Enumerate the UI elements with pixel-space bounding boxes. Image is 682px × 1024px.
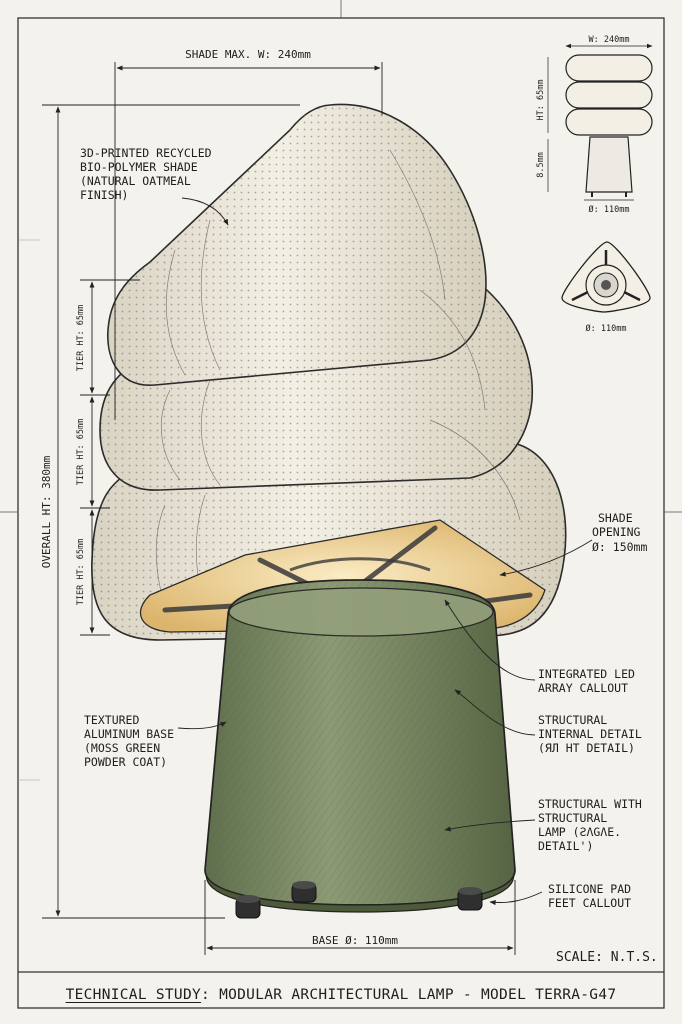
inset-plan-diameter: Ø: 110mm bbox=[586, 323, 627, 334]
callout-text: FEET CALLOUT bbox=[548, 896, 631, 910]
callout-text: 3D-PRINTED RECYCLED bbox=[80, 146, 212, 160]
title-text: : MODULAR ARCHITECTURAL LAMP - MODEL TER… bbox=[201, 987, 617, 1003]
callout-text: (MOSS GREEN bbox=[84, 741, 160, 755]
callout-text: ALUMINUM BASE bbox=[84, 727, 174, 741]
callout-text: DETAIL') bbox=[538, 839, 593, 853]
callout-internal-detail: STRUCTURAL INTERNAL DETAIL (ЯЛ HT DETAIL… bbox=[538, 713, 642, 755]
callout-base: TEXTURED ALUMINUM BASE (MOSS GREEN POWDE… bbox=[84, 713, 174, 769]
dimension-lines bbox=[42, 62, 516, 955]
callout-text: ARRAY CALLOUT bbox=[538, 681, 628, 695]
tier-height-dimension-bottom: TIER HT: 65mm bbox=[76, 539, 86, 606]
callout-text: BIO-POLYMER SHADE bbox=[80, 160, 198, 174]
lamp-base bbox=[204, 579, 516, 919]
inset-tier-height: HT: 65mm bbox=[536, 80, 546, 121]
callout-silicone-feet: SILICONE PAD FEET CALLOUT bbox=[548, 882, 631, 910]
callout-text: OPENING bbox=[592, 525, 641, 539]
base-diameter-dimension: BASE Ø: 110mm bbox=[312, 934, 398, 947]
callout-text: STRUCTURAL bbox=[538, 713, 607, 727]
title-block: TECHNICAL STUDY: MODULAR ARCHITECTURAL L… bbox=[18, 980, 664, 1010]
overall-height-dimension: OVERALL HT: 380mm bbox=[40, 455, 53, 568]
tier-height-dimension-middle: TIER HT: 65mm bbox=[76, 419, 86, 486]
tier-height-dimension-top: TIER HT: 65mm bbox=[76, 305, 86, 372]
callout-text: Ø: 150mm bbox=[592, 540, 647, 554]
shade-tier-top bbox=[107, 103, 487, 386]
callout-text: STRUCTURAL bbox=[538, 811, 607, 825]
callout-text: STRUCTURAL WITH bbox=[538, 797, 642, 811]
callout-text: (NATURAL OATMEAL bbox=[80, 174, 191, 188]
inset-elevation: W: 240mm HT: 65mm 8.5mm Ø: 110mm bbox=[536, 35, 653, 215]
title-prefix: TECHNICAL STUDY bbox=[65, 987, 202, 1003]
callout-leaders bbox=[177, 197, 593, 906]
callout-text: SHADE bbox=[598, 511, 633, 525]
inset-plan-view: Ø: 110mm bbox=[561, 241, 651, 334]
callout-text: POWDER COAT) bbox=[84, 755, 167, 769]
callout-text: (ЯЛ HT DETAIL) bbox=[538, 741, 635, 755]
callout-text: SILICONE PAD bbox=[548, 882, 631, 896]
callout-text: FINISH) bbox=[80, 188, 128, 202]
callout-text: INTEGRATED LED bbox=[538, 667, 635, 681]
callout-text: LAMP (ƧΛGΛE. bbox=[538, 825, 621, 839]
shade-width-dimension: SHADE MAX. W: 240mm bbox=[185, 48, 311, 61]
callout-shade-opening: SHADE OPENING Ø: 150mm bbox=[592, 511, 647, 554]
scale-note: SCALE: N.T.S. bbox=[556, 950, 658, 965]
inset-base-height: 8.5mm bbox=[536, 152, 546, 178]
inset-base-diameter: Ø: 110mm bbox=[589, 204, 630, 215]
callout-text: INTERNAL DETAIL bbox=[538, 727, 642, 741]
callout-shade: 3D-PRINTED RECYCLED BIO-POLYMER SHADE (N… bbox=[80, 146, 212, 202]
silicone-pad-feet bbox=[235, 881, 483, 919]
callout-structural-lamp: STRUCTURAL WITH STRUCTURAL LAMP (ƧΛGΛE. … bbox=[538, 797, 642, 853]
callout-led-array: INTEGRATED LED ARRAY CALLOUT bbox=[538, 667, 635, 695]
callout-text: TEXTURED bbox=[84, 713, 139, 727]
inset-width-dimension: W: 240mm bbox=[589, 35, 630, 45]
